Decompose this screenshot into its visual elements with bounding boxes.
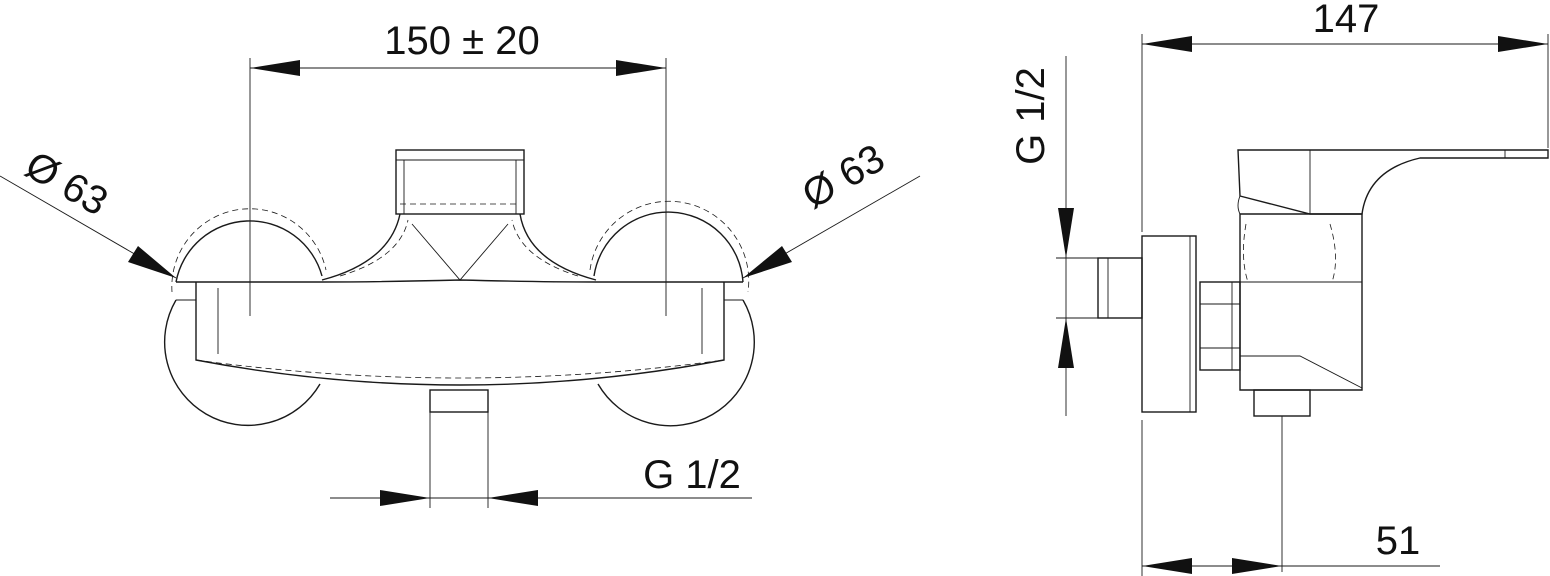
side-view: 147 G 1/2 51 [1009,0,1549,576]
cartridge-housing [321,213,597,281]
mixer-body [176,279,743,386]
inlet-thread-dimension: G 1/2 [1009,56,1098,416]
left-escutcheon [163,208,327,427]
wall-flange [1141,235,1197,413]
center-distance-label: 150 ± 20 [384,19,539,63]
outlet-nipple-side [1253,389,1311,572]
left-diameter-dimension: Ø 63 [0,143,177,279]
outlet-thread-label: G 1/2 [643,453,741,497]
outlet-offset-dimension: 51 [1141,420,1440,576]
lever-handle [395,149,525,215]
right-escutcheon [589,200,755,427]
left-diameter-label: Ø 63 [18,143,115,224]
lever-side [1237,149,1549,215]
right-diameter-label: Ø 63 [795,136,892,217]
hex-nut [1199,281,1241,371]
inlet-stub [1097,257,1143,319]
depth-label: 147 [1313,0,1380,41]
outlet-offset-label: 51 [1376,519,1421,563]
outlet-thread-dimension: G 1/2 [330,453,752,506]
center-distance-dimension: 150 ± 20 [249,19,667,316]
mixer-body-side [1239,213,1363,391]
depth-dimension: 147 [1141,0,1549,232]
outlet-nipple [429,389,489,508]
inlet-thread-label: G 1/2 [1009,67,1053,165]
right-diameter-dimension: Ø 63 [742,136,921,279]
front-view: 150 ± 20 Ø 63 Ø 63 G 1/2 [0,19,921,508]
